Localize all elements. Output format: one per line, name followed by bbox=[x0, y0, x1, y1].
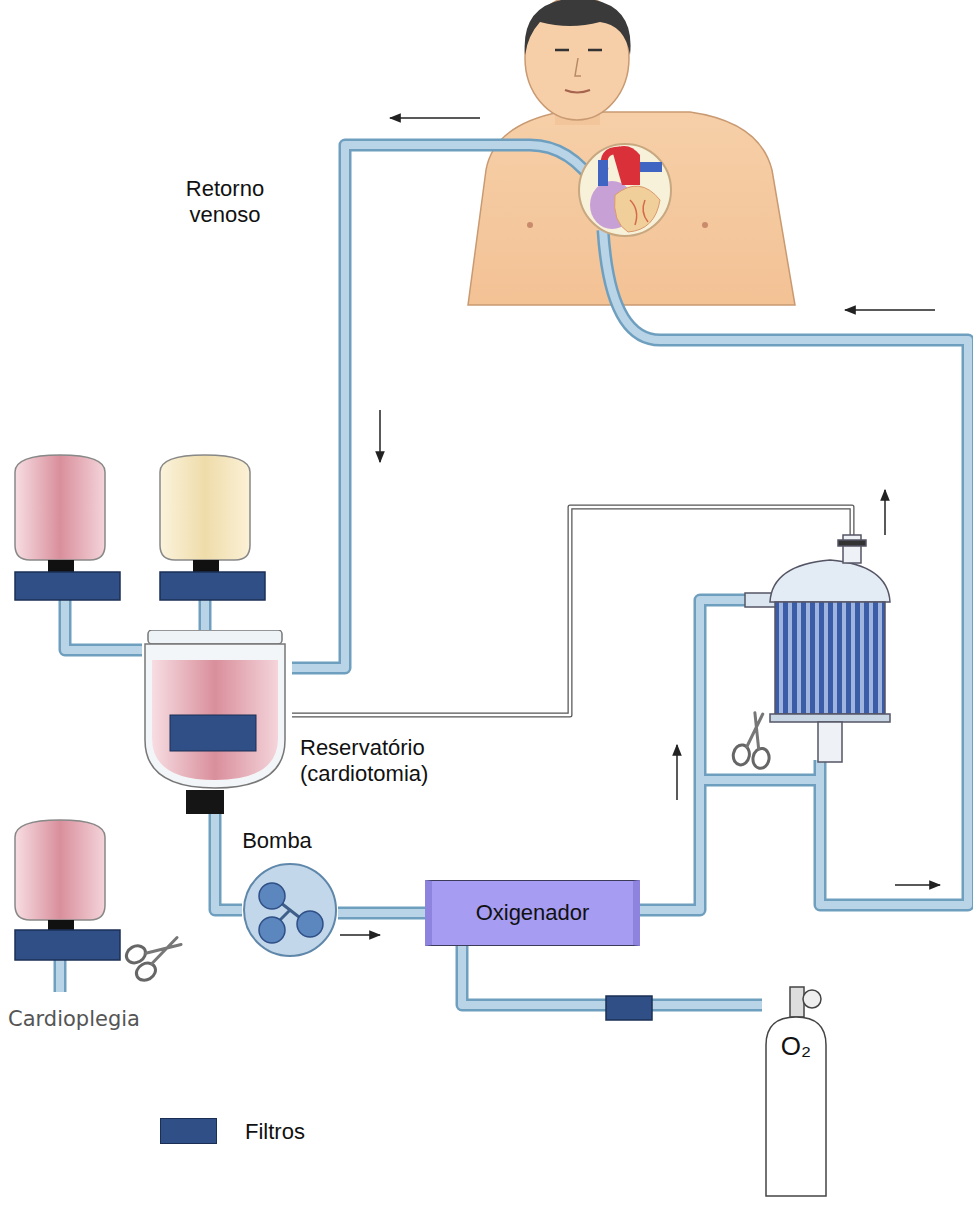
line-label: Retorno venoso bbox=[160, 176, 290, 228]
clamp bbox=[123, 925, 188, 983]
oxygenator-box: Oxigenador bbox=[425, 880, 640, 946]
reservoir-outline bbox=[140, 630, 290, 790]
node-label: Bomba bbox=[222, 828, 332, 854]
tube-connector bbox=[338, 913, 425, 914]
patient-figure bbox=[468, 0, 795, 305]
heart-inset bbox=[579, 144, 671, 236]
tube-outline bbox=[338, 907, 425, 920]
node-label: Oxigenador bbox=[476, 900, 590, 926]
legend-entry: Filtros bbox=[160, 1116, 460, 1148]
tube-core bbox=[338, 909, 425, 917]
component-label: Cardioplegia bbox=[8, 1006, 188, 1032]
node-label: Reservatório (cardiotomia) bbox=[300, 735, 450, 787]
pump-outline bbox=[242, 862, 338, 958]
node-label: O₂ bbox=[762, 1031, 830, 1061]
legend-label: Filtros bbox=[245, 1119, 305, 1145]
reservoir-container: Reservatório (cardiotomia) bbox=[140, 630, 290, 790]
flow-arrows bbox=[340, 118, 940, 935]
outlet-filter bbox=[186, 790, 224, 814]
tubing bbox=[60, 145, 968, 992]
oxygen-cylinder: O₂ bbox=[762, 985, 830, 1198]
legend-swatch bbox=[160, 1118, 217, 1144]
clamp bbox=[732, 710, 777, 769]
gas-filter bbox=[606, 996, 652, 1020]
arterial-filter bbox=[745, 535, 890, 762]
roller-pump: Bomba bbox=[242, 862, 338, 958]
cylinder-outline bbox=[762, 985, 830, 1198]
